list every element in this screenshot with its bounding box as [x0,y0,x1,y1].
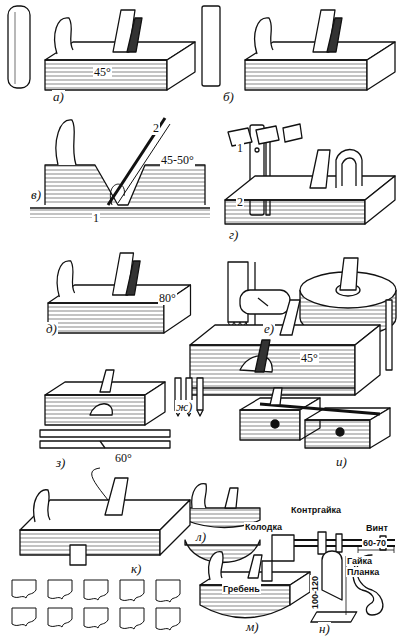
profile-blade [156,608,180,630]
profile-blade [120,608,144,629]
profile-blade [48,580,72,599]
callout-number: 1 [236,142,244,155]
part-name: Планка [346,567,380,577]
figure-letter: е) [263,322,275,335]
profile-blade [12,580,36,598]
figure-letter: к) [130,562,142,575]
profile-blade [84,608,108,628]
callout-number: 2 [152,122,160,135]
part-name: Колодка [244,522,283,532]
figure-letter: л) [195,530,207,543]
figure-letter: ж) [175,400,193,413]
part-name: Гайка [346,556,373,566]
part-name: Гребень [222,584,261,594]
figure-letter: д) [45,322,58,335]
profile-blade [12,608,36,626]
figure-letter: а) [52,90,65,103]
figure-letter: м) [245,620,260,633]
callout-number: 60° [114,452,133,465]
profile-blade [120,580,144,601]
profile-blade [156,580,180,602]
callout-number: 45° [300,352,319,365]
part-name: Винт [365,523,389,533]
callout-number: 2 [236,196,244,209]
figure-letter: и) [335,455,348,468]
callout-number: 1 [92,212,100,225]
figure-letter: г) [228,228,239,241]
callout-number: 80° [158,292,177,305]
figure-letter: в) [30,188,42,201]
figure-letter: н) [318,622,331,635]
profile-blade [84,580,108,600]
callout-number: 45-50° [160,154,195,167]
figure-letter: з) [55,456,66,469]
figure-letter: б) [222,90,235,103]
part-name: 100-120 [310,575,320,610]
part-name: 60-70 [362,538,387,548]
callout-number: 45° [93,66,112,79]
profile-blade [48,608,72,627]
part-name: Контргайка [290,505,342,515]
